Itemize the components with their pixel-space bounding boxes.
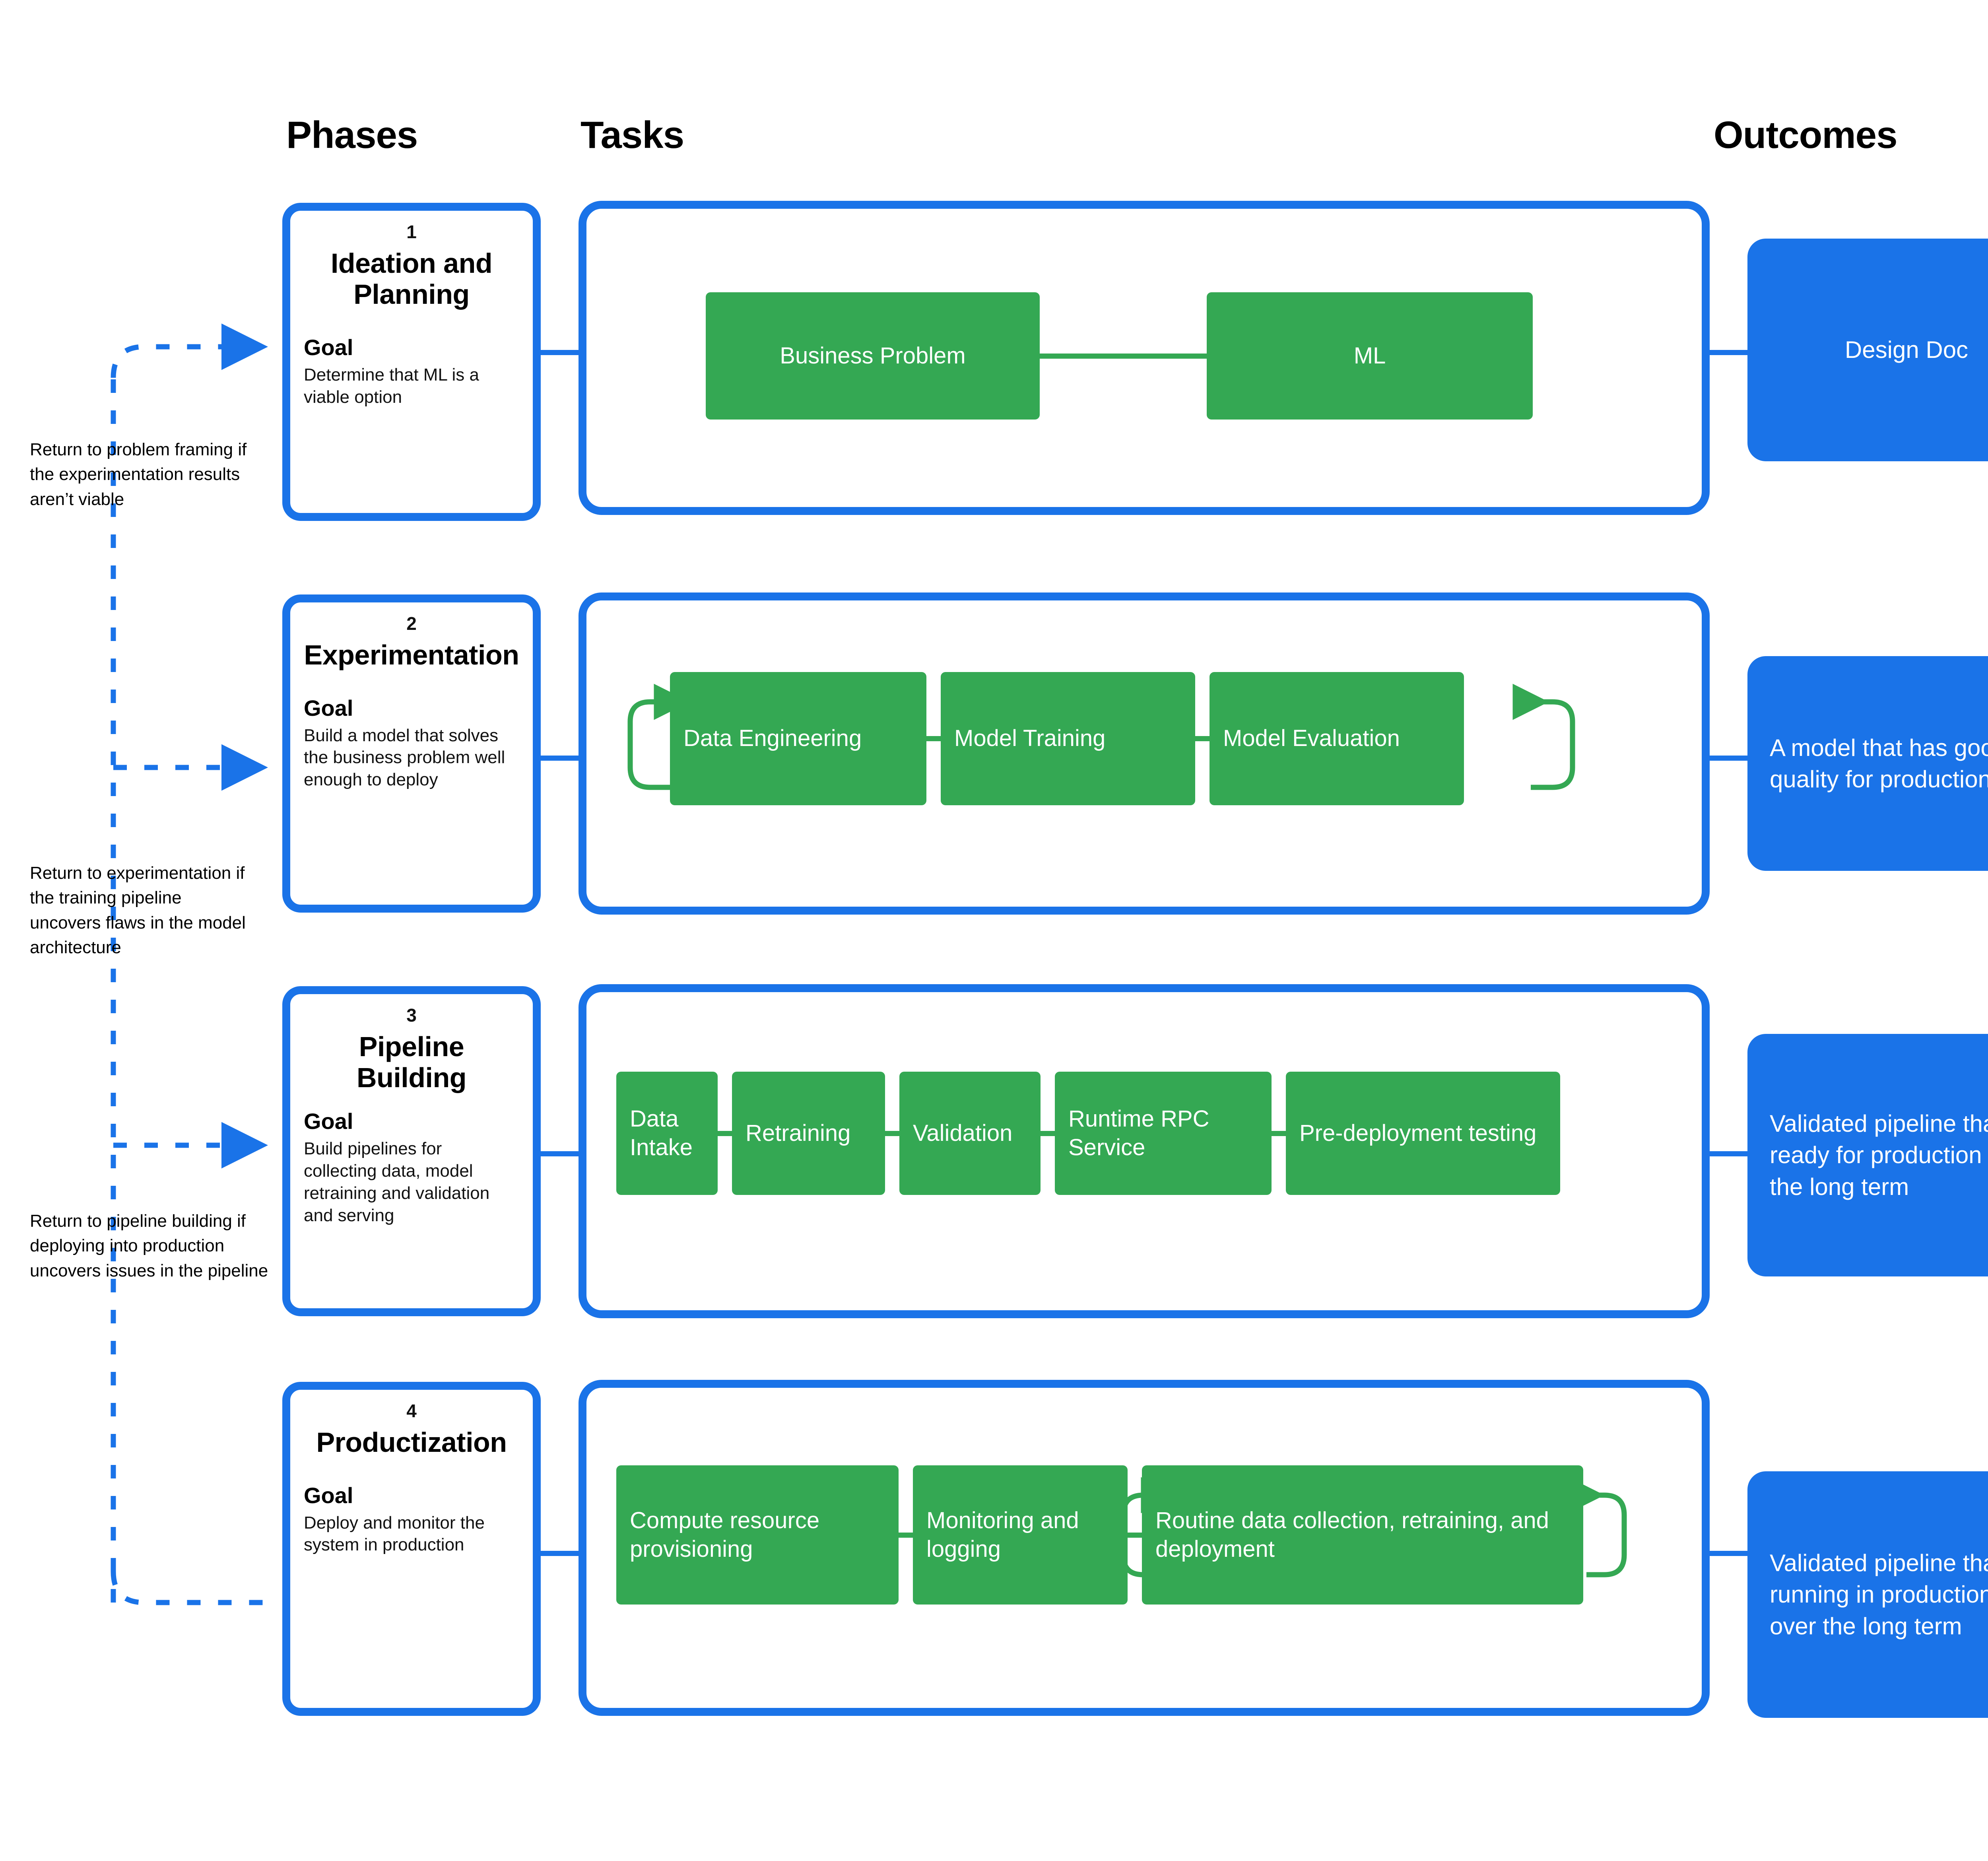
task-connector [1128,1532,1142,1538]
task-box[interactable]: Business Problem [706,292,1040,420]
feedback-arrow-to-phase-1 [111,323,268,378]
goal-text: Build a model that solves the business p… [304,725,505,790]
tasks-panel-4: Compute resource provisioning Monitoring… [579,1380,1710,1716]
connector-phase3-tasks3 [538,1151,581,1156]
outcome-card-1[interactable]: Design Doc [1747,239,1988,461]
goal-label: Goal [304,1482,353,1508]
goal-text: Determine that ML is a viable option [304,365,479,407]
column-header-outcomes: Outcomes [1714,114,1897,156]
task-box[interactable]: Runtime RPC Service [1055,1072,1272,1195]
task-row-1: Business Problem ML [706,292,1533,420]
phase-title: Ideation and Planning [330,247,493,310]
phase-card-3[interactable]: 3 Pipeline Building Goal Build pipelines… [282,986,541,1316]
task-connector [1272,1131,1286,1136]
feedback-hook-phase-4 [111,1571,278,1605]
task-box[interactable]: Retraining [732,1072,885,1195]
task-box[interactable]: ML [1207,292,1533,420]
task-connector [885,1131,899,1136]
goal-text: Build pipelines for collecting data, mod… [304,1138,490,1225]
tasks-panel-2: Data Engineering Model Training Model Ev… [579,592,1710,915]
column-header-tasks: Tasks [580,114,684,156]
connector-phase1-tasks1 [538,350,581,355]
task-box[interactable]: Model Training [941,672,1195,805]
column-header-phases: Phases [286,114,418,156]
phase-number: 3 [406,1005,417,1026]
goal-label: Goal [304,695,353,721]
task-loop-arrows-row2 [627,684,1575,790]
phase-title: Experimentation [304,639,519,670]
task-box[interactable]: Pre-deployment testing [1286,1072,1560,1195]
task-connector [1040,353,1207,359]
annotation-return-to-pipeline-building: Return to pipeline building if deploying… [30,1211,268,1280]
tasks-panel-1: Business Problem ML [579,201,1710,515]
task-box[interactable]: Routine data collection, retraining, and… [1142,1465,1583,1605]
task-box[interactable]: Monitoring and logging [913,1465,1128,1605]
goal-label: Goal [304,1109,353,1134]
task-box[interactable]: Compute resource provisioning [616,1465,899,1605]
connector-phase4-tasks4 [538,1551,581,1556]
task-row-2: Data Engineering Model Training Model Ev… [670,672,1464,805]
phase-card-1[interactable]: 1 Ideation and Planning Goal Determine t… [282,203,541,521]
phase-number: 4 [406,1401,417,1421]
connector-tasks3-outcome3 [1707,1151,1751,1156]
phase-number: 1 [406,221,417,242]
task-loop-arrows-row4 [1120,1477,1627,1577]
phase-card-4[interactable]: 4 Productization Goal Deploy and monitor… [282,1382,541,1716]
task-connector [1195,736,1209,741]
goal-label: Goal [304,335,353,360]
task-box[interactable]: Data Intake [616,1072,718,1195]
task-row-3: Data Intake Retraining Validation Runtim… [616,1072,1560,1195]
phase-card-2[interactable]: 2 Experimentation Goal Build a model tha… [282,594,541,913]
connector-tasks4-outcome4 [1707,1551,1751,1556]
task-box[interactable]: Data Engineering [670,672,926,805]
outcome-card-2[interactable]: A model that has good quality for produc… [1747,656,1988,871]
phase-title: Pipeline Building [357,1031,466,1093]
task-connector [899,1532,913,1538]
task-box[interactable]: Validation [899,1072,1041,1195]
phase-number: 2 [406,613,417,634]
task-connector [1041,1131,1055,1136]
tasks-panel-3: Data Intake Retraining Validation Runtim… [579,984,1710,1318]
connector-phase2-tasks2 [538,756,581,761]
task-connector [926,736,941,741]
outcome-card-4[interactable]: Validated pipeline that’s running in pro… [1747,1471,1988,1718]
task-row-4: Compute resource provisioning Monitoring… [616,1465,1583,1605]
annotation-return-to-problem-framing: Return to problem framing if the experim… [30,440,247,509]
connector-tasks2-outcome2 [1707,756,1751,761]
phase-title: Productization [316,1426,507,1458]
connector-tasks1-outcome1 [1707,350,1751,355]
task-box[interactable]: Model Evaluation [1209,672,1464,805]
task-connector [718,1131,732,1136]
outcome-card-3[interactable]: Validated pipeline that’s ready for prod… [1747,1034,1988,1276]
annotation-return-to-experimentation: Return to experimentation if the trainin… [30,863,246,958]
goal-text: Deploy and monitor the system in product… [304,1513,485,1555]
